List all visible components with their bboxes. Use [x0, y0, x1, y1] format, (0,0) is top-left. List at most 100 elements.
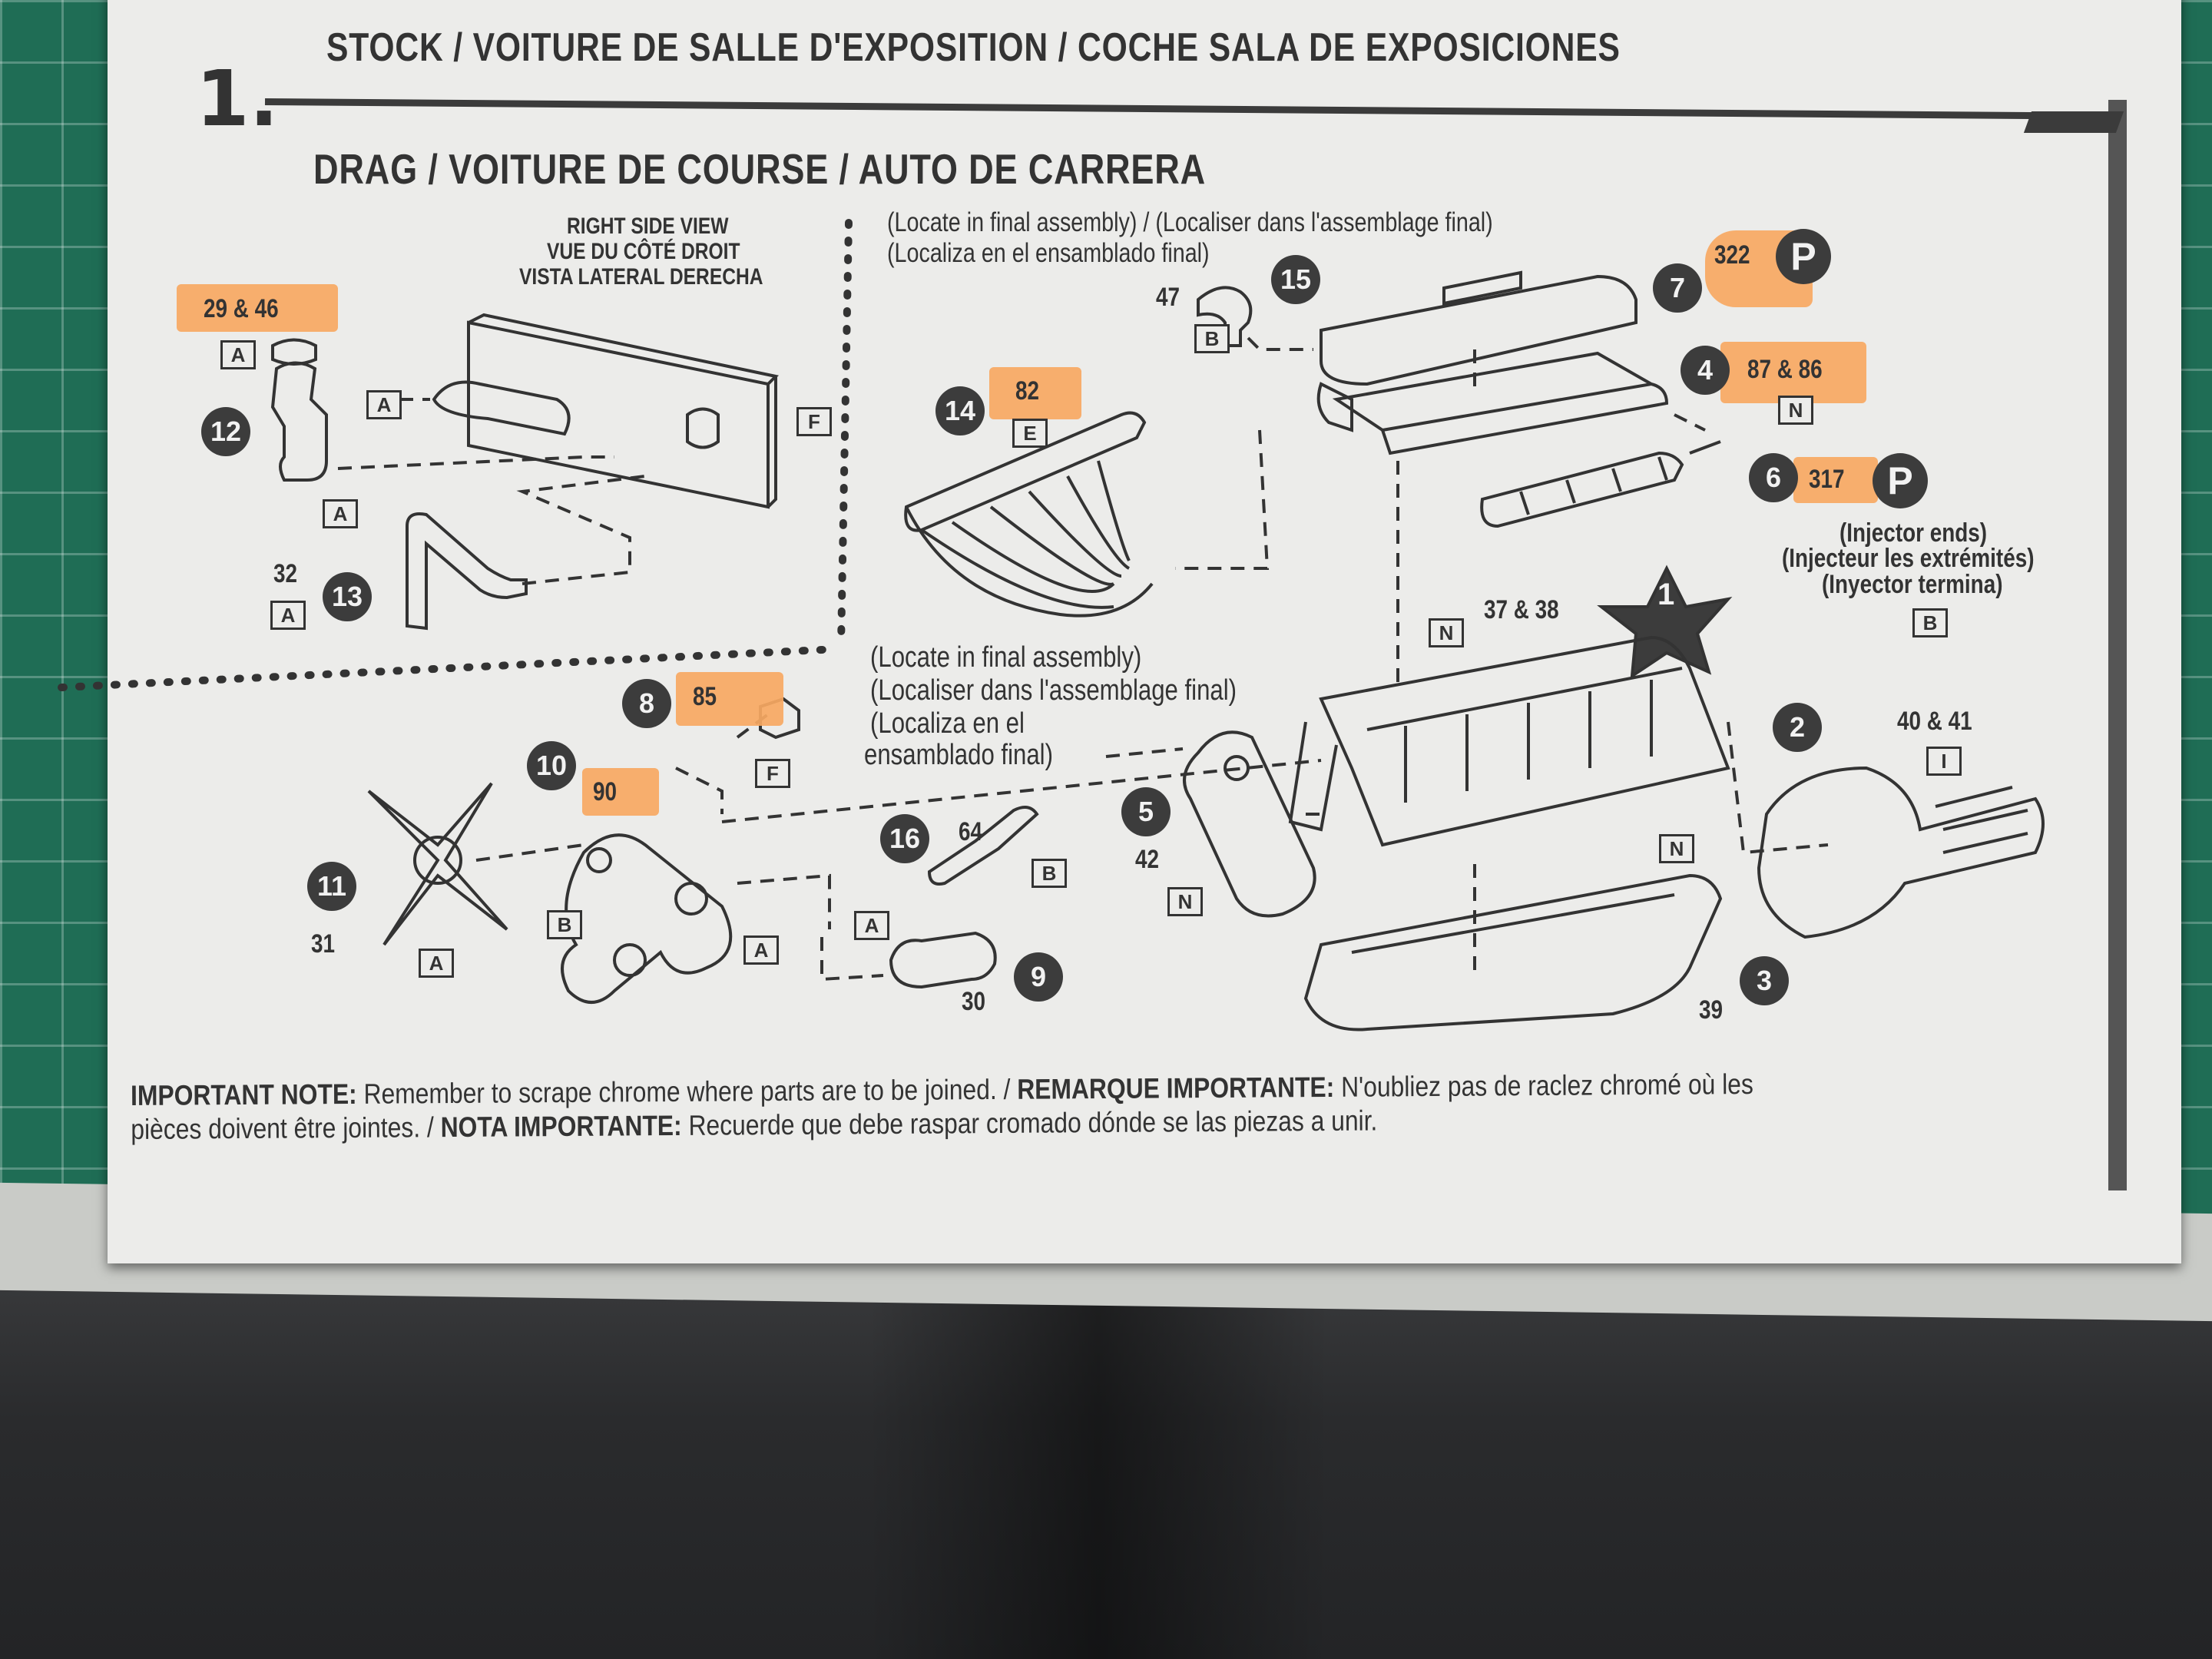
guide-8-10 [675, 767, 724, 814]
tree-box-a-9: A [854, 911, 889, 940]
tree-box-a-31: A [419, 949, 454, 978]
part-number-42: 42 [1135, 845, 1160, 874]
highlight-82 [989, 367, 1081, 419]
part-29-46-cap [271, 338, 317, 366]
highlight-87-86 [1720, 342, 1866, 403]
part-16-hose [927, 806, 1039, 886]
part-number-90: 90 [593, 777, 618, 806]
tree-box-f-85: F [755, 759, 790, 788]
part-14-drawing [904, 411, 1154, 618]
step-badge-6: 6 [1749, 453, 1798, 502]
part-11-fan [367, 782, 508, 946]
tree-box-b-injector: B [1912, 608, 1948, 637]
tree-box-n-87: N [1778, 396, 1813, 425]
guide-block-trans [1727, 721, 1829, 855]
part-4-intake [1332, 351, 1669, 455]
part-number-85: 85 [693, 682, 717, 711]
tree-box-a-panel: A [366, 390, 402, 419]
tree-box-f-panel: F [796, 407, 832, 436]
guide-15 [1247, 336, 1313, 351]
step-1-star [1597, 565, 1733, 679]
important-note-label: IMPORTANT NOTE: [131, 1078, 357, 1111]
part-5-pump [1183, 730, 1316, 918]
part-number-37-38: 37 & 38 [1484, 595, 1559, 624]
part-1-engine-block [1288, 635, 1730, 847]
part-8-block [759, 697, 800, 740]
tree-box-e-82: E [1012, 419, 1048, 448]
side-panel-fitting [686, 407, 720, 449]
step-badge-9: 9 [1014, 952, 1063, 1002]
locate-mid-line1: (Locate in final assembly) [870, 641, 1142, 674]
part-number-32: 32 [273, 559, 298, 588]
locate-top-line2: (Localiza en el ensamblado final) [887, 238, 1210, 268]
title-drag: DRAG / VOITURE DE COURSE / AUTO DE CARRE… [313, 145, 1207, 193]
highlight-317 [1793, 457, 1878, 503]
side-panel-drawing [467, 313, 780, 509]
step-badge-5: 5 [1121, 787, 1171, 836]
injector-note-line2: (Injecteur les extrémités) [1782, 544, 2035, 573]
step-badge-12: 12 [201, 407, 250, 456]
part-number-317: 317 [1809, 465, 1845, 494]
p-badge-322: P [1776, 229, 1831, 284]
fabric-background [0, 1260, 2212, 1659]
tree-box-b-pulleys: B [547, 910, 582, 939]
part-number-87-86: 87 & 86 [1747, 355, 1823, 384]
step-badge-2: 2 [1773, 703, 1822, 752]
part-15-elbow [1197, 286, 1253, 347]
tree-box-a-pulleys: A [743, 935, 779, 965]
part-number-40-41: 40 & 41 [1897, 707, 1972, 736]
locate-mid-line3: (Localiza en el [870, 707, 1025, 740]
nota-label: NOTA IMPORTANTE: [440, 1109, 682, 1144]
step-badge-14: 14 [935, 386, 985, 435]
highlight-90 [582, 768, 659, 816]
step-badge-8: 8 [622, 679, 671, 728]
tree-box-a-32: A [270, 601, 306, 630]
step-badge-16: 16 [880, 814, 929, 863]
part-12-drawing [270, 361, 328, 482]
tree-box-a-12: A [323, 499, 358, 528]
step-number: 1. [196, 54, 279, 144]
step-badge-10: 10 [527, 741, 576, 790]
guide-pulleys-9 [737, 873, 831, 929]
important-note: IMPORTANT NOTE: Remember to scrape chrom… [131, 1068, 1763, 1147]
guide-locate-mid [1105, 747, 1184, 758]
step-badge-7: 7 [1653, 263, 1702, 313]
fabric-fold [868, 1260, 1329, 1659]
part-2-transmission [1757, 766, 2045, 939]
instruction-page [108, 0, 2181, 1263]
guide-14-4 [1175, 429, 1270, 570]
page-edge-bar [2108, 100, 2127, 1190]
guide-fan-pulleys [475, 843, 584, 862]
locate-top-line1: (Locate in final assembly) / (Localiser … [887, 207, 1493, 237]
part-9-drawing [889, 931, 997, 989]
divider-horizontal [58, 645, 841, 691]
injector-note-line3: (Inyector termina) [1822, 570, 2003, 599]
p-badge-317: P [1873, 453, 1928, 508]
nota-text: Recuerde que debe raspar cromado dónde s… [688, 1104, 1378, 1141]
view-label-es: VISTA LATERAL DERECHA [519, 264, 763, 290]
part-number-29-46: 29 & 46 [204, 294, 279, 323]
step-badge-11: 11 [307, 862, 356, 911]
view-label-en: RIGHT SIDE VIEW [567, 214, 729, 239]
highlight-29-46 [177, 284, 338, 332]
step-badge-3: 3 [1740, 956, 1789, 1005]
injector-note-line1: (Injector ends) [1839, 518, 1988, 548]
tree-box-n-pan: N [1659, 834, 1694, 863]
part-10-pulleys [561, 833, 733, 1004]
remarque-label: REMARQUE IMPORTANTE: [1017, 1071, 1335, 1105]
tree-box-n-block: N [1429, 618, 1464, 647]
guide-13-panel [516, 475, 646, 585]
step-label-1: 1 [1657, 578, 1675, 611]
highlight-85 [676, 672, 783, 726]
guide-12-panel [337, 455, 614, 470]
part-number-30: 30 [962, 987, 986, 1016]
part-number-322: 322 [1714, 240, 1750, 270]
locate-mid-line4: ensamblado final) [864, 739, 1053, 771]
side-panel-cylinder [432, 380, 571, 436]
important-note-text: Remember to scrape chrome where parts ar… [363, 1073, 1011, 1110]
view-label-fr: VUE DU CÔTÉ DROIT [547, 239, 740, 264]
part-number-39: 39 [1699, 995, 1724, 1025]
step-badge-15: 15 [1271, 255, 1320, 304]
step-badge-13: 13 [323, 572, 372, 621]
tree-box-n-42: N [1167, 887, 1203, 916]
